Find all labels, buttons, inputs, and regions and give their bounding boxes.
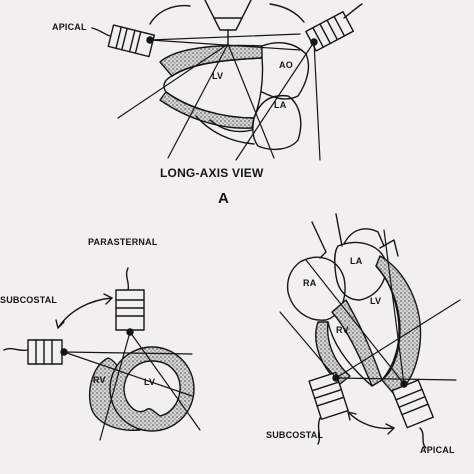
- motion-arc-right: [269, 3, 305, 23]
- panel-four-chamber: [279, 213, 461, 449]
- transducer-apical-bottom: [391, 379, 434, 449]
- vessel-mid: [335, 213, 343, 247]
- left-atrium-4ch: [333, 241, 387, 301]
- motion-arc-bottom: [347, 411, 395, 430]
- aorta: [261, 42, 310, 100]
- mitral-leaflet: [209, 119, 253, 133]
- transducer-subcostal-left: [3, 339, 68, 365]
- cable-apical-top: [91, 27, 111, 37]
- vessel-arch: [343, 228, 385, 247]
- label-rv-left: RV: [93, 375, 106, 385]
- view-title: LONG-AXIS VIEW: [160, 166, 264, 180]
- scan-beams-four-chamber: [279, 229, 461, 385]
- label-lv-left: LV: [144, 377, 156, 387]
- motion-arc-left: [149, 4, 191, 25]
- lv-short-axis-cavity: [123, 360, 181, 417]
- left-atrium: [252, 94, 302, 151]
- cable-right-top: [343, 3, 363, 19]
- label-rv-right: RV: [336, 325, 349, 335]
- label-subcostal-left: SUBCOSTAL: [0, 295, 58, 305]
- label-apical-top: APICAL: [52, 22, 87, 32]
- label-parasternal: PARASTERNAL: [88, 237, 158, 247]
- lv-wall-anterior: [159, 44, 263, 77]
- cable-subcostal-upper: [125, 267, 130, 291]
- vessel-left: [311, 221, 327, 259]
- label-ao: AO: [279, 60, 293, 70]
- transducer-right-top: [305, 3, 363, 52]
- motion-arc-subcostal: [57, 297, 113, 329]
- label-ra-right: RA: [303, 278, 317, 288]
- label-la-top: LA: [274, 100, 287, 110]
- vessel-right: [379, 239, 399, 257]
- cable-subcostal-bottom: [317, 417, 321, 445]
- transducer-subcostal-upper: [115, 267, 145, 336]
- panel-subcostal-short-axis: [3, 267, 201, 441]
- scan-beams-subcostal: [63, 331, 201, 441]
- rv-wall-4ch: [315, 321, 351, 385]
- label-lv-top: LV: [212, 71, 224, 81]
- cable-subcostal-left: [3, 347, 29, 352]
- rv-cavity-4ch: [327, 321, 373, 387]
- lv-cavity-4ch: [375, 265, 401, 381]
- transducer-apical-top: [91, 24, 156, 58]
- label-subcostal-bottom: SUBCOSTAL: [266, 430, 324, 440]
- label-lv-right: LV: [370, 296, 382, 306]
- scan-beams-top: [117, 33, 321, 161]
- panel-letter: A: [218, 190, 230, 207]
- cable-apical-bottom: [419, 427, 427, 449]
- lv-wall-4ch: [375, 255, 422, 395]
- label-la-right: LA: [350, 256, 363, 266]
- label-apical-bottom: APICAL: [420, 445, 455, 455]
- panel-a-long-axis: [91, 0, 363, 161]
